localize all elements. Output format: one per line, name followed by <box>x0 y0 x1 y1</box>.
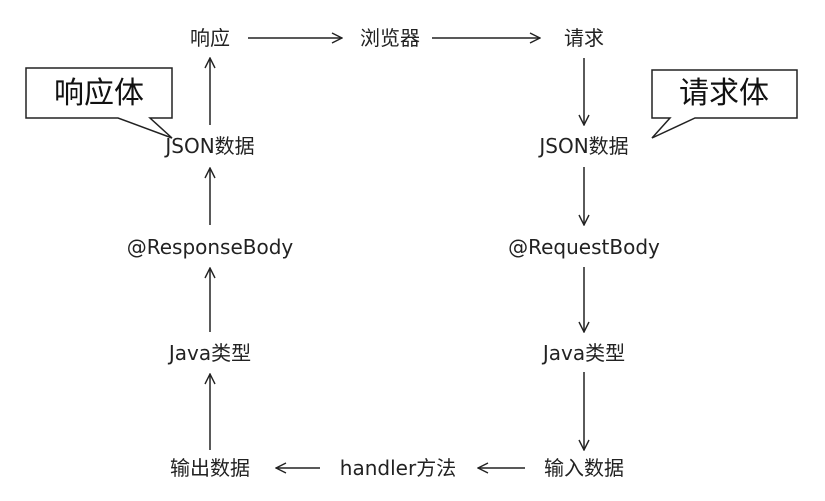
node-left-java-type: Java类型 <box>168 341 252 365</box>
node-right-json: JSON数据 <box>539 134 629 158</box>
callout-request-body-shape <box>651 69 798 139</box>
node-input-data: 输入数据 <box>544 456 624 480</box>
node-request-body-annotation: @RequestBody <box>508 235 660 259</box>
node-response-body-annotation: @ResponseBody <box>126 235 294 259</box>
callout-response-body-shape <box>25 67 173 139</box>
node-request: 请求 <box>564 26 604 50</box>
callout-response-body: 响应体 <box>54 76 144 111</box>
callout-request-body: 请求体 <box>679 76 769 111</box>
node-left-json: JSON数据 <box>165 134 255 158</box>
node-right-java-type: Java类型 <box>542 341 626 365</box>
node-response: 响应 <box>190 26 230 50</box>
node-output-data: 输出数据 <box>170 456 250 480</box>
node-browser: 浏览器 <box>360 26 420 50</box>
node-handler-method: handler方法 <box>339 456 457 480</box>
